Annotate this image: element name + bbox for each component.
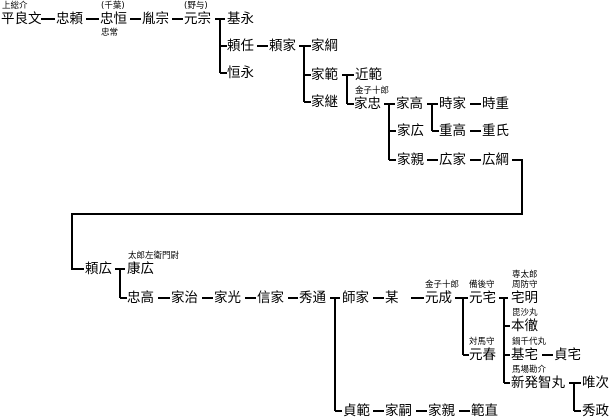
person-taira-yoshifumi: 平良文 xyxy=(1,11,42,27)
note-kaneko-2: 金子十郎 xyxy=(425,280,460,290)
person-ietaka: 家高 xyxy=(396,96,423,112)
person-ieharu: 家治 xyxy=(171,290,198,306)
note-kaneko-1: 金子十郎 xyxy=(355,86,390,96)
person-ietsugu: 家継 xyxy=(311,94,338,110)
person-yoriie: 頼家 xyxy=(269,38,296,54)
person-tanemune: 胤宗 xyxy=(142,11,169,27)
person-hidemichi: 秀通 xyxy=(299,290,326,306)
person-yorito: 頼任 xyxy=(227,38,254,54)
person-hontetsu: 本徹 xyxy=(511,318,538,334)
person-chikanori: 近範 xyxy=(355,67,382,83)
person-shinpatsu: 新発智丸 xyxy=(511,375,565,391)
person-ienori: 家範 xyxy=(311,67,338,83)
note-sentaro: 専太郎 xyxy=(512,270,538,280)
person-takuaki: 宅明 xyxy=(511,290,538,306)
person-shigetaka: 重高 xyxy=(439,123,466,139)
line-hirotsuna-yorihiro xyxy=(71,159,523,270)
note-tsushima: 対馬守 xyxy=(469,337,495,347)
person-motomune: 元宗 xyxy=(184,11,211,27)
person-yuiji: 唯次 xyxy=(582,375,609,391)
person-iechika: 家親 xyxy=(397,152,424,168)
person-hirotsuna: 広綱 xyxy=(482,152,509,168)
person-iehiro: 家広 xyxy=(397,123,424,139)
person-motoharu: 元春 xyxy=(469,347,496,363)
note-chiba: (千葉) xyxy=(101,1,125,11)
person-motoie: 元宅 xyxy=(469,290,496,306)
person-tsunenaga: 恒永 xyxy=(227,65,254,81)
person-iemitsu: 家光 xyxy=(214,290,241,306)
person-norinao: 範直 xyxy=(471,403,498,419)
note-bingo: 備後守 xyxy=(469,280,495,290)
person-nobuie: 信家 xyxy=(257,290,284,306)
person-teitaku: 貞宅 xyxy=(554,347,581,363)
note-noyo: (野与) xyxy=(184,1,208,11)
person-motonari: 元成 xyxy=(425,290,452,306)
note-suo: 周防守 xyxy=(512,280,538,290)
person-hiroie: 広家 xyxy=(439,152,466,168)
person-moroie: 師家 xyxy=(342,290,369,306)
person-ienaga: 家綱 xyxy=(311,38,338,54)
person-yasuhiro: 康広 xyxy=(127,261,154,277)
note-tadatsune-alt: 忠常 xyxy=(101,28,119,38)
note-bishamon: 毘沙丸 xyxy=(512,308,538,318)
note-bababa: 馬場勘介 xyxy=(512,365,547,375)
person-tadayori: 忠頼 xyxy=(56,11,83,27)
person-tokishige: 時重 xyxy=(482,96,509,112)
person-motoie2: 基宅 xyxy=(511,347,538,363)
person-shigeuji: 重氏 xyxy=(482,123,509,139)
person-iechika2: 家親 xyxy=(428,403,455,419)
person-sadanori: 貞範 xyxy=(343,403,370,419)
person-motonaga: 基永 xyxy=(227,11,254,27)
person-ietsugu2: 家嗣 xyxy=(385,403,412,419)
person-tadataka: 忠高 xyxy=(127,290,154,306)
person-hidemasa: 秀政 xyxy=(582,403,609,419)
note-taro-saemon: 太郎左衛門尉 xyxy=(128,251,180,261)
person-yorihiro: 頼広 xyxy=(85,261,112,277)
person-tokiie: 時家 xyxy=(439,96,466,112)
person-bou: 某 xyxy=(385,290,399,306)
note-kazusa: 上総介 xyxy=(2,1,28,11)
person-ietada: 家忠 xyxy=(354,96,381,112)
note-nabechiyo: 鍋千代丸 xyxy=(512,337,547,347)
person-tadatsune: 忠恒 xyxy=(100,11,127,27)
